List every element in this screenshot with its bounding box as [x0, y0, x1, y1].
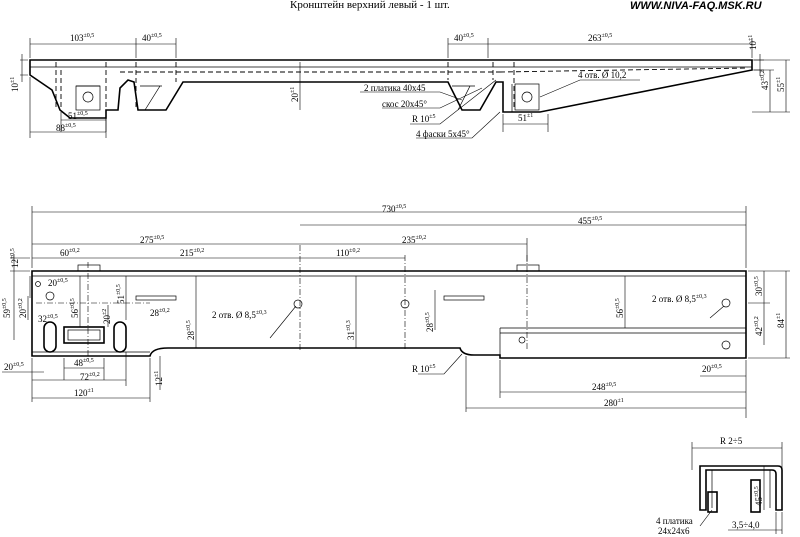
dim-110: 110±0,2 [336, 248, 360, 258]
dim-20-right-bottom: 20±0,5 [702, 364, 722, 374]
dim-12: 12±0,5 [10, 248, 20, 268]
dim-72: 72±0,2 [80, 372, 100, 382]
dim-20-2: 20±2 [102, 309, 112, 324]
dim-10-right: 10±1 [748, 35, 758, 50]
dim-56-left: 56±0,5 [70, 298, 80, 318]
dim-30: 30±0,5 [754, 276, 764, 296]
top-view: 103±0,5 40±0,5 40±0,5 263±0,5 10±1 10±1 … [10, 33, 790, 139]
dim-455: 455±0,5 [578, 216, 602, 226]
dim-32: 32±0,5 [38, 314, 58, 324]
dim-55: 55±1 [776, 77, 786, 92]
detail-radius: R 2÷5 [720, 436, 743, 446]
detail-view: R 2÷5 45±0,5 4 платика 24х24х6 3,5÷4,0 [656, 436, 783, 536]
drawing-title: Кронштейн верхний левый - 1 шт. [290, 0, 450, 11]
dim-88: 88±0,5 [56, 123, 76, 133]
dim-40-right: 40±0,5 [454, 33, 474, 43]
dim-263: 263±0,5 [588, 33, 612, 43]
dim-51-right: 51±1 [518, 113, 533, 123]
dim-235: 235±0,2 [402, 235, 426, 245]
note-holes-8-5-left: 2 отв. Ø 8,5±0,3 [212, 310, 267, 320]
dim-20-05-top: 20±0,5 [48, 278, 68, 288]
note-holes-10: 4 отв. Ø 10,2 [578, 70, 626, 80]
dim-31: 31±0,3 [346, 320, 356, 340]
dim-20: 20±1 [290, 87, 300, 102]
dim-248: 248±0,5 [592, 382, 616, 392]
dim-43: 43±0,2 [760, 70, 770, 90]
dim-280: 280±1 [604, 398, 624, 408]
dim-12-bottom: 12±1 [154, 371, 164, 386]
dim-40-left: 40±0,5 [142, 33, 162, 43]
detail-plates-2: 24х24х6 [658, 526, 690, 536]
note-holes-8-5-right: 2 отв. Ø 8,5±0,3 [652, 294, 707, 304]
note-radius-main: R 10±5 [412, 364, 436, 374]
site-watermark: WWW.NIVA-FAQ.MSK.RU [630, 0, 763, 12]
dim-20-02: 20±0,2 [18, 298, 28, 318]
dim-28-02: 28±0,2 [150, 308, 170, 318]
note-bevel: скос 20х45° [382, 99, 427, 109]
note-plates: 2 платика 40х45 [364, 83, 426, 93]
dim-215: 215±0,2 [180, 248, 204, 258]
dim-103: 103±0,5 [70, 33, 94, 43]
detail-dim-45: 45±0,5 [754, 486, 764, 506]
dim-42: 42±0,2 [754, 316, 764, 336]
note-chamfers: 4 фаски 5х45° [416, 129, 470, 139]
dim-51: 51±0,5 [68, 111, 88, 121]
dim-48: 48±0,5 [74, 358, 94, 368]
detail-plates-1: 4 платика [656, 516, 693, 526]
dim-59: 59±0,5 [2, 298, 12, 318]
dim-28-left: 28±0,5 [186, 320, 196, 340]
dim-730: 730±0,5 [382, 204, 406, 214]
dim-51-left: 51±0,5 [116, 284, 126, 304]
detail-gap: 3,5÷4,0 [732, 520, 760, 530]
main-view: 730±0,5 455±0,5 275±0,5 235±0,2 60±0,2 2… [2, 204, 790, 418]
dim-84: 84±1 [776, 313, 786, 328]
dim-56-right: 56±0,5 [615, 298, 625, 318]
dim-28-right: 28±0,5 [425, 312, 435, 332]
dim-120: 120±1 [74, 388, 94, 398]
dim-275: 275±0,5 [140, 235, 164, 245]
note-radius: R 10±5 [412, 114, 436, 124]
dim-10-left: 10±1 [10, 77, 20, 92]
dim-20-left-bottom: 20±0,5 [4, 362, 24, 372]
dim-60: 60±0,2 [60, 248, 80, 258]
